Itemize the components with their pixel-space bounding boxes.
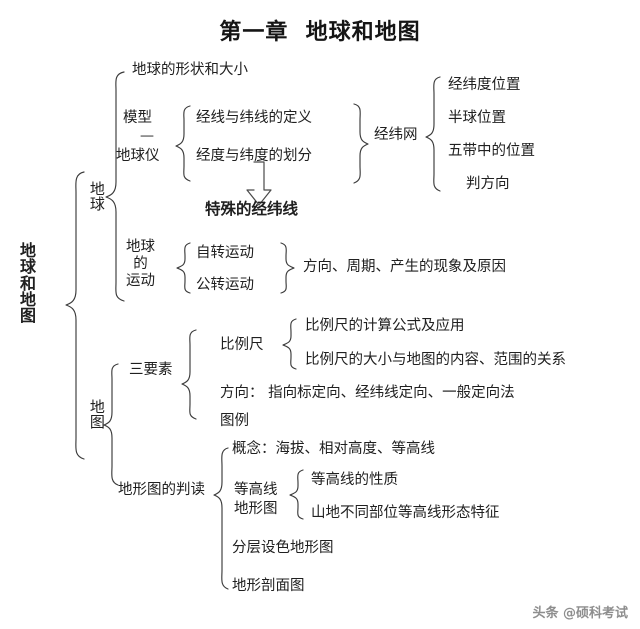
node-scale: 比例尺	[220, 337, 264, 353]
node-topographic-concepts: 概念：海拔、相对高度、等高线	[232, 441, 435, 457]
node-motion-results: 方向、周期、产生的现象及原因	[303, 259, 506, 275]
node-scale-size-content-extent-relation: 比例尺的大小与地图的内容、范围的关系	[305, 352, 566, 368]
watermark-text: 头条 @硕科考试	[532, 606, 628, 621]
node-graticule-determine-direction: 判方向	[466, 176, 510, 192]
node-topographic-profile: 地形剖面图	[232, 578, 305, 594]
node-rotation-motion: 自转运动	[196, 245, 254, 261]
node-mountain-contour-features: 山地不同部位等高线形态特征	[311, 505, 500, 521]
node-direction-methods: 方向： 指向标定向、经纬线定向、一般定向法	[220, 385, 515, 401]
branch-node-map: 地图	[89, 398, 105, 432]
node-earth-motion-line-2: 的	[133, 256, 148, 273]
node-earth-motion: 地球 的 运动	[126, 239, 155, 290]
node-scale-formula-and-application: 比例尺的计算公式及应用	[305, 318, 465, 334]
node-earth-shape-and-size: 地球的形状和大小	[132, 62, 248, 78]
node-model-dash: —	[140, 128, 154, 144]
node-topographic-map-interpretation: 地形图的判读	[118, 482, 205, 498]
node-layered-color-topographic-map: 分层设色地形图	[232, 540, 334, 556]
node-graticule-five-zones-position: 五带中的位置	[448, 143, 535, 159]
node-contour-properties: 等高线的性质	[311, 472, 398, 488]
node-model-line1: 模型	[123, 110, 152, 126]
branch-node-earth: 地球	[89, 180, 105, 214]
node-globe-model: 地球仪	[116, 148, 160, 164]
node-earth-motion-line-3: 运动	[126, 273, 155, 290]
node-contour-map: 等高线 地形图	[234, 481, 278, 519]
node-graticule-coordinate-position: 经纬度位置	[448, 77, 521, 93]
root-node-earth-and-map: 地球和地图	[19, 241, 36, 326]
node-three-elements: 三要素	[129, 362, 173, 378]
node-contour-map-line-1: 等高线	[234, 482, 278, 498]
node-meridian-parallel-definition: 经线与纬线的定义	[196, 110, 312, 126]
node-revolution-motion: 公转运动	[196, 277, 254, 293]
page-title: 第一章 地球和地图	[219, 19, 421, 45]
node-earth-motion-line-1: 地球	[126, 239, 155, 255]
node-special-graticule-lines: 特殊的经纬线	[205, 199, 299, 218]
node-contour-map-line-2: 地形图	[234, 500, 278, 517]
node-graticule-hemisphere-position: 半球位置	[448, 110, 506, 126]
node-graticule: 经纬网	[374, 127, 418, 143]
node-legend: 图例	[220, 413, 249, 429]
node-longitude-latitude-division: 经度与纬度的划分	[196, 148, 312, 164]
